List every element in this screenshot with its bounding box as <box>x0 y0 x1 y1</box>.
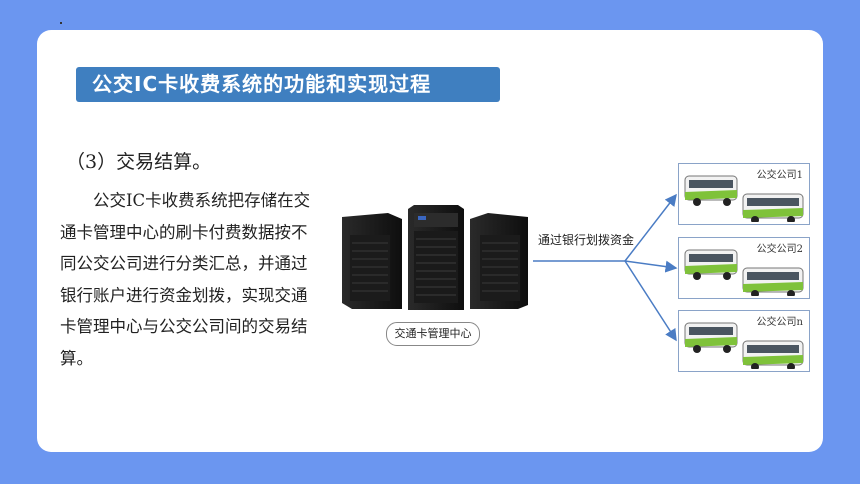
decorative-dot <box>60 22 62 24</box>
server-icon <box>342 205 528 310</box>
arrow-to-company-2 <box>624 260 678 273</box>
bus-icon <box>684 322 804 369</box>
bus-icon <box>684 175 804 222</box>
management-center-label: 交通卡管理中心 <box>386 322 480 346</box>
company-box-n: 公交公司n <box>678 310 810 372</box>
body-paragraph: 公交IC卡收费系统把存储在交通卡管理中心的刷卡付费数据按不同公交公司进行分类汇总… <box>60 191 311 368</box>
arrow-to-company-1 <box>624 193 677 262</box>
company-label: 公交公司1 <box>756 170 803 181</box>
transfer-label: 通过银行划拨资金 <box>538 233 635 247</box>
company-box-1: 公交公司1 <box>678 163 810 225</box>
page-title: 公交IC卡收费系统的功能和实现过程 <box>76 67 500 102</box>
bus-icon <box>684 249 804 296</box>
company-box-2: 公交公司2 <box>678 237 810 299</box>
company-label: 公交公司2 <box>756 244 803 255</box>
arrow-to-company-n <box>624 260 677 342</box>
server-cluster-image <box>340 205 530 310</box>
company-label: 公交公司n <box>756 317 803 328</box>
section-subheading: （3）交易结算。 <box>66 151 212 173</box>
